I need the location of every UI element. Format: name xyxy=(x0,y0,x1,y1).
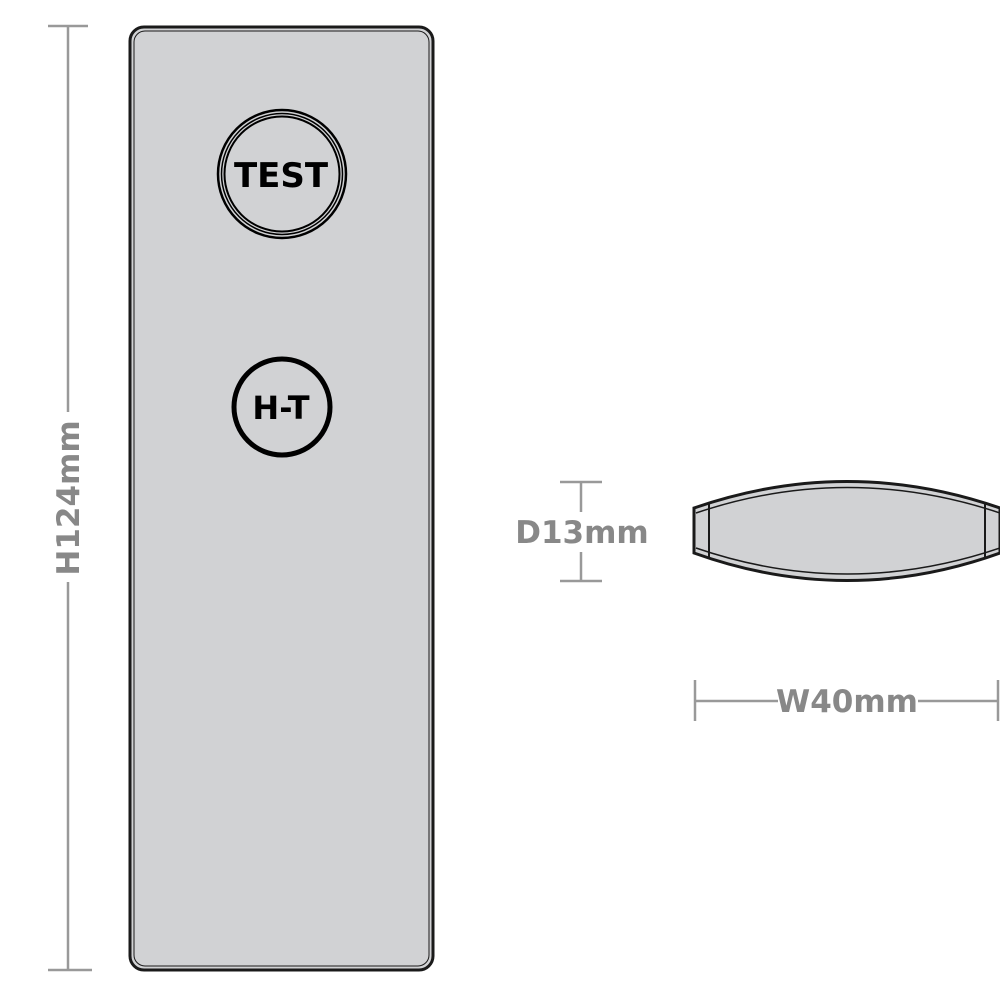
remote-body xyxy=(128,25,435,972)
height-label: H124mm xyxy=(51,420,87,575)
width-label: W40mm xyxy=(776,684,918,720)
remote-side-view xyxy=(692,480,1000,582)
depth-dimension xyxy=(560,480,602,583)
width-dimension xyxy=(693,680,1000,721)
test-button-label: TEST xyxy=(234,156,329,196)
ht-button[interactable]: H-T xyxy=(231,356,333,458)
height-dimension xyxy=(48,24,92,972)
depth-label: D13mm xyxy=(515,515,648,551)
ht-button-label: H-T xyxy=(252,389,309,427)
test-button[interactable]: TEST xyxy=(216,108,348,240)
